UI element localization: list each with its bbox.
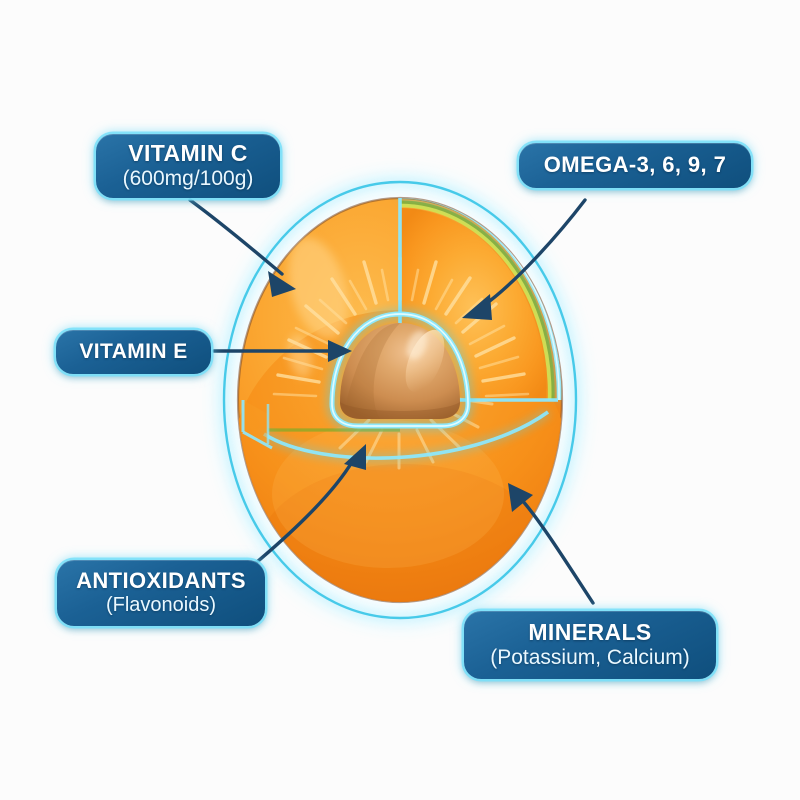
callout-antioxidants[interactable]: ANTIOXIDANTS (Flavonoids) — [57, 560, 265, 626]
leader-arrows — [188, 198, 595, 605]
callout-subtitle: (600mg/100g) — [122, 167, 254, 191]
callout-title: MINERALS — [528, 619, 652, 646]
callout-title: OMEGA-3, 6, 9, 7 — [543, 152, 727, 178]
arrow-vitamin-e — [212, 340, 352, 362]
callout-subtitle: (Flavonoids) — [105, 594, 217, 617]
skin-highlight — [288, 237, 348, 378]
arrow-antioxidants — [243, 444, 366, 574]
fruit-cutaway-wedge — [241, 198, 562, 470]
callout-vitamin-c[interactable]: VITAMIN C (600mg/100g) — [96, 134, 280, 198]
arrow-vitamin-c — [188, 198, 296, 297]
callout-minerals[interactable]: MINERALS (Potassium, Calcium) — [464, 611, 716, 679]
callout-subtitle: (Potassium, Calcium) — [490, 646, 690, 670]
arrow-omega — [462, 198, 587, 320]
callout-title: VITAMIN E — [79, 340, 188, 364]
callout-vitamin-e[interactable]: VITAMIN E — [56, 330, 211, 374]
arrow-minerals — [508, 483, 595, 605]
fruit-seed-pit — [326, 308, 474, 432]
callout-title: ANTIOXIDANTS — [76, 568, 246, 594]
callout-title: VITAMIN C — [128, 140, 248, 167]
callout-omega[interactable]: OMEGA-3, 6, 9, 7 — [519, 143, 751, 188]
